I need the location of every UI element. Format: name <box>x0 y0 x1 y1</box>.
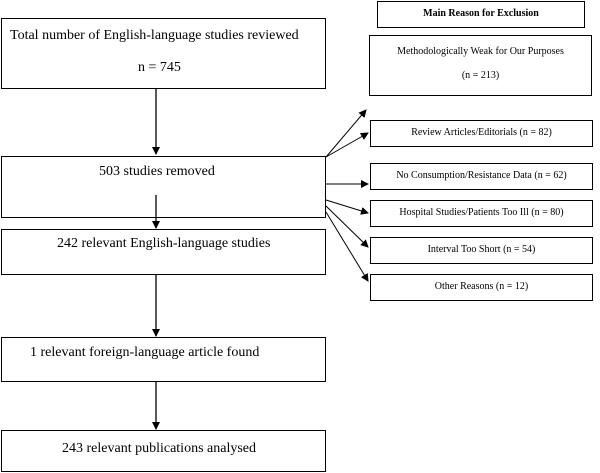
exclusion-reason-interval-label: Interval Too Short (n = 54) <box>427 244 536 255</box>
method-weak-count: (n = 213) <box>461 70 500 81</box>
arrow-to-hospital <box>325 199 369 215</box>
analysed-publications-label: 243 relevant publications analysed <box>62 441 256 456</box>
total-studies-label: Total number of English-language studies… <box>10 28 299 43</box>
method-weak-label: Methodologically Weak for Our Purposes <box>397 46 564 57</box>
exclusion-reason-hospital-box <box>370 200 593 227</box>
exclusion-header-box <box>377 1 585 28</box>
relevant-english-box <box>1 229 326 275</box>
exclusion-header-label: Main Reason for Exclusion <box>423 8 539 19</box>
studies-removed-label: 503 studies removed <box>99 164 215 179</box>
arrow-to-interval <box>325 205 369 248</box>
exclusion-reason-interval-box <box>370 237 593 264</box>
total-studies-count: n = 745 <box>138 60 181 75</box>
exclusion-reason-review-label: Review Articles/Editorials (n = 82) <box>411 127 552 138</box>
total-studies-box <box>1 18 326 89</box>
foreign-article-box <box>1 337 326 382</box>
exclusion-reason-no-data-box <box>370 163 593 190</box>
arrow-to-other <box>325 211 369 282</box>
analysed-publications-box <box>1 430 326 472</box>
exclusion-reason-other-label: Other Reasons (n = 12) <box>434 281 529 292</box>
exclusion-reason-review-box <box>370 120 593 147</box>
studies-removed-box <box>1 156 326 218</box>
exclusion-reason-no-data-label: No Consumption/Resistance Data (n = 62) <box>396 170 567 181</box>
exclusion-reason-hospital-label: Hospital Studies/Patients Too Ill (n = 8… <box>399 207 564 218</box>
relevant-english-label: 242 relevant English-language studies <box>57 236 271 251</box>
exclusion-reason-other-box <box>370 274 593 301</box>
arrow-to-review <box>325 132 369 158</box>
foreign-article-label: 1 relevant foreign-language article foun… <box>30 345 260 360</box>
method-weak-box <box>369 35 592 96</box>
arrow-to-method-weak <box>325 109 367 158</box>
